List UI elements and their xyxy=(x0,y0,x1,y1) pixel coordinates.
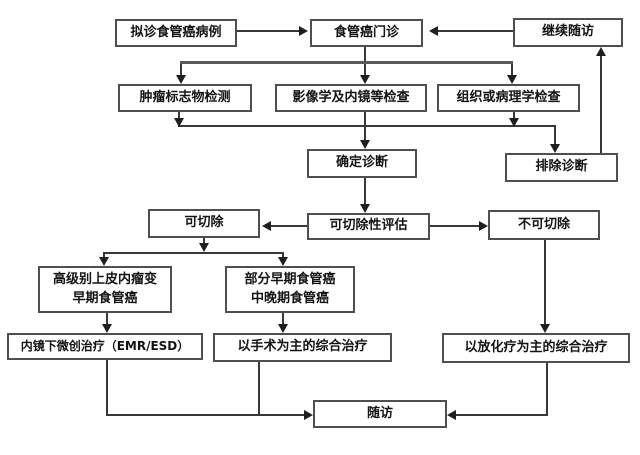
connector-line xyxy=(438,30,513,32)
node-partial-early-line2: 中晚期食管癌 xyxy=(250,290,329,306)
arrowhead-down-icon xyxy=(509,118,519,127)
node-resectable: 可切除 xyxy=(148,209,260,238)
connector-line xyxy=(364,178,366,204)
connector-line xyxy=(106,360,108,416)
connector-line xyxy=(106,313,108,324)
connector-line xyxy=(203,238,205,244)
node-resectability-eval: 可切除性评估 xyxy=(307,213,430,240)
arrowhead-down-icon xyxy=(550,144,560,153)
connector-line xyxy=(511,64,513,75)
connector-line xyxy=(364,127,366,140)
connector-line xyxy=(237,30,299,32)
connector-line xyxy=(271,225,307,227)
connector-line xyxy=(364,64,366,75)
node-hgin-early-line2: 早期食管癌 xyxy=(72,290,138,306)
node-endoscopic-treatment: 内镜下微创治疗（EMR/ESD） xyxy=(7,333,203,360)
arrowhead-down-icon xyxy=(278,324,288,333)
connector-line xyxy=(282,254,284,258)
arrowhead-down-icon xyxy=(540,324,550,333)
node-partial-early-line1: 部分早期食管癌 xyxy=(244,271,336,287)
arrowhead-down-icon xyxy=(278,257,288,266)
connector-line xyxy=(106,414,304,416)
node-tumor-markers: 肿瘤标志物检测 xyxy=(118,84,252,112)
arrowhead-right-icon xyxy=(299,26,308,36)
node-followup: 随访 xyxy=(313,400,447,428)
node-hgin-early-line1: 高级别上皮内瘤变 xyxy=(52,271,157,287)
connector-line xyxy=(180,61,513,64)
arrowhead-down-icon xyxy=(199,243,209,252)
connector-line xyxy=(600,56,602,153)
connector-line xyxy=(430,225,479,227)
connector-line xyxy=(364,112,366,127)
connector-line xyxy=(258,362,260,416)
arrowhead-down-icon xyxy=(174,118,184,127)
node-unresectable: 不可切除 xyxy=(488,210,600,240)
node-pathology: 组织或病理学检查 xyxy=(437,84,580,112)
arrowhead-right-icon xyxy=(479,221,488,231)
arrowhead-down-icon xyxy=(360,75,370,84)
arrowhead-down-icon xyxy=(99,257,109,266)
arrowhead-down-icon xyxy=(102,324,112,333)
node-chemoradio-treatment: 以放化疗为主的综合治疗 xyxy=(442,333,630,363)
connector-line xyxy=(103,254,105,258)
connector-line xyxy=(513,112,515,118)
connector-line xyxy=(103,252,284,254)
arrowhead-up-icon xyxy=(596,47,606,56)
connector-line xyxy=(364,47,366,62)
connector-line xyxy=(180,64,182,75)
arrowhead-down-icon xyxy=(360,140,370,149)
node-continue-followup: 继续随访 xyxy=(513,18,623,47)
arrowhead-right-icon xyxy=(304,410,313,420)
arrowhead-down-icon xyxy=(360,204,370,213)
node-imaging-endoscopy: 影像学及内镜等检查 xyxy=(275,84,427,112)
node-surgery-treatment: 以手术为主的综合治疗 xyxy=(213,333,392,362)
connector-line xyxy=(178,125,556,127)
connector-line xyxy=(554,127,556,144)
node-partial-early: 部分早期食管癌 中晚期食管癌 xyxy=(225,266,355,313)
connector-line xyxy=(456,414,548,416)
node-hgin-early: 高级别上皮内瘤变 早期食管癌 xyxy=(38,266,172,313)
node-exclude-diagnosis: 排除诊断 xyxy=(505,153,618,182)
connector-line xyxy=(546,363,548,416)
arrowhead-left-icon xyxy=(262,221,271,231)
node-suspected-case: 拟诊食管癌病例 xyxy=(115,19,237,47)
connector-line xyxy=(282,313,284,324)
connector-line xyxy=(178,112,180,118)
arrowhead-left-icon xyxy=(447,410,456,420)
arrowhead-down-icon xyxy=(507,75,517,84)
arrowhead-down-icon xyxy=(176,75,186,84)
arrowhead-left-icon xyxy=(429,26,438,36)
node-clinic: 食管癌门诊 xyxy=(310,19,423,47)
connector-line xyxy=(544,240,546,324)
node-confirm-diagnosis: 确定诊断 xyxy=(307,149,417,178)
